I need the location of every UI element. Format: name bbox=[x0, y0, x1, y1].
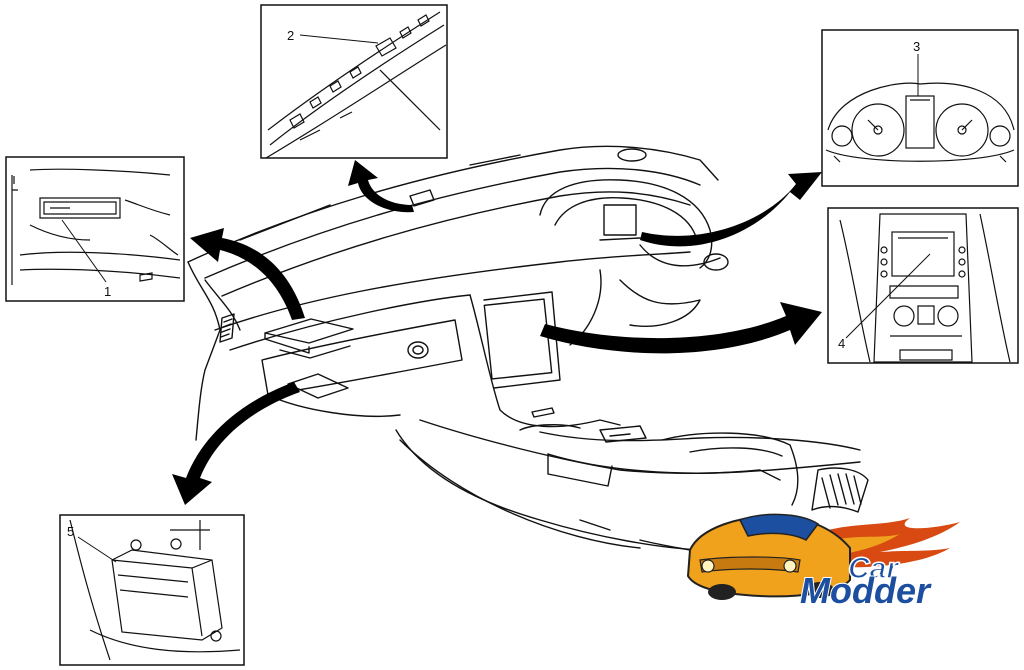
arrow-to-detail-2 bbox=[348, 160, 414, 213]
callout-label-1: 1 bbox=[104, 284, 111, 299]
hvac-knob-right bbox=[937, 305, 959, 327]
glovebox bbox=[261, 319, 463, 396]
carmodder-logo: Car Modder bbox=[686, 513, 960, 612]
logo-text-car: Car bbox=[848, 552, 900, 585]
radio-display bbox=[891, 231, 955, 277]
callout-label-4: 4 bbox=[838, 336, 845, 351]
arrow-to-detail-1 bbox=[190, 228, 305, 320]
callout-label-5: 5 bbox=[67, 524, 74, 539]
detail-box-4: 4 bbox=[827, 207, 1019, 364]
passenger-module-upper bbox=[264, 318, 354, 354]
centre-stack bbox=[469, 294, 621, 428]
control-module bbox=[111, 549, 223, 641]
detail-box-2: 2 bbox=[260, 4, 448, 159]
detail-box-3: 3 bbox=[821, 29, 1019, 187]
dash-top-edge bbox=[187, 145, 719, 263]
dash-top-inner bbox=[204, 167, 701, 279]
detail-box-5: 5 bbox=[59, 514, 245, 666]
callout-leader-2 bbox=[299, 34, 379, 44]
rear-console-vent bbox=[811, 467, 869, 513]
dash-lower-edge bbox=[214, 251, 691, 331]
tachometer-gauge bbox=[851, 103, 905, 157]
arrow-to-detail-4 bbox=[540, 302, 822, 354]
detail-box-1: 1 bbox=[5, 156, 185, 302]
passenger-module-lower bbox=[287, 373, 349, 399]
callout-label-2: 2 bbox=[287, 28, 294, 43]
centre-console bbox=[419, 419, 861, 475]
callout-leader-4 bbox=[845, 253, 931, 339]
arrow-to-detail-5 bbox=[172, 382, 300, 505]
callout-leader-1 bbox=[61, 219, 107, 283]
callout-leader-5 bbox=[77, 536, 117, 563]
left-air-vent bbox=[219, 313, 235, 343]
dashboard-illustration bbox=[187, 145, 869, 553]
hvac-knob-left bbox=[893, 305, 915, 327]
cluster-display bbox=[905, 95, 935, 149]
instrument-binnacle bbox=[539, 179, 713, 269]
logo-text-modder: Modder bbox=[800, 570, 932, 611]
centre-display-outline bbox=[483, 298, 553, 380]
arrow-to-detail-3 bbox=[640, 172, 822, 247]
pointer-arrows bbox=[172, 160, 822, 505]
instrument-cluster-outline bbox=[603, 204, 637, 236]
speedometer-gauge bbox=[935, 103, 989, 157]
callout-label-3: 3 bbox=[913, 39, 920, 54]
